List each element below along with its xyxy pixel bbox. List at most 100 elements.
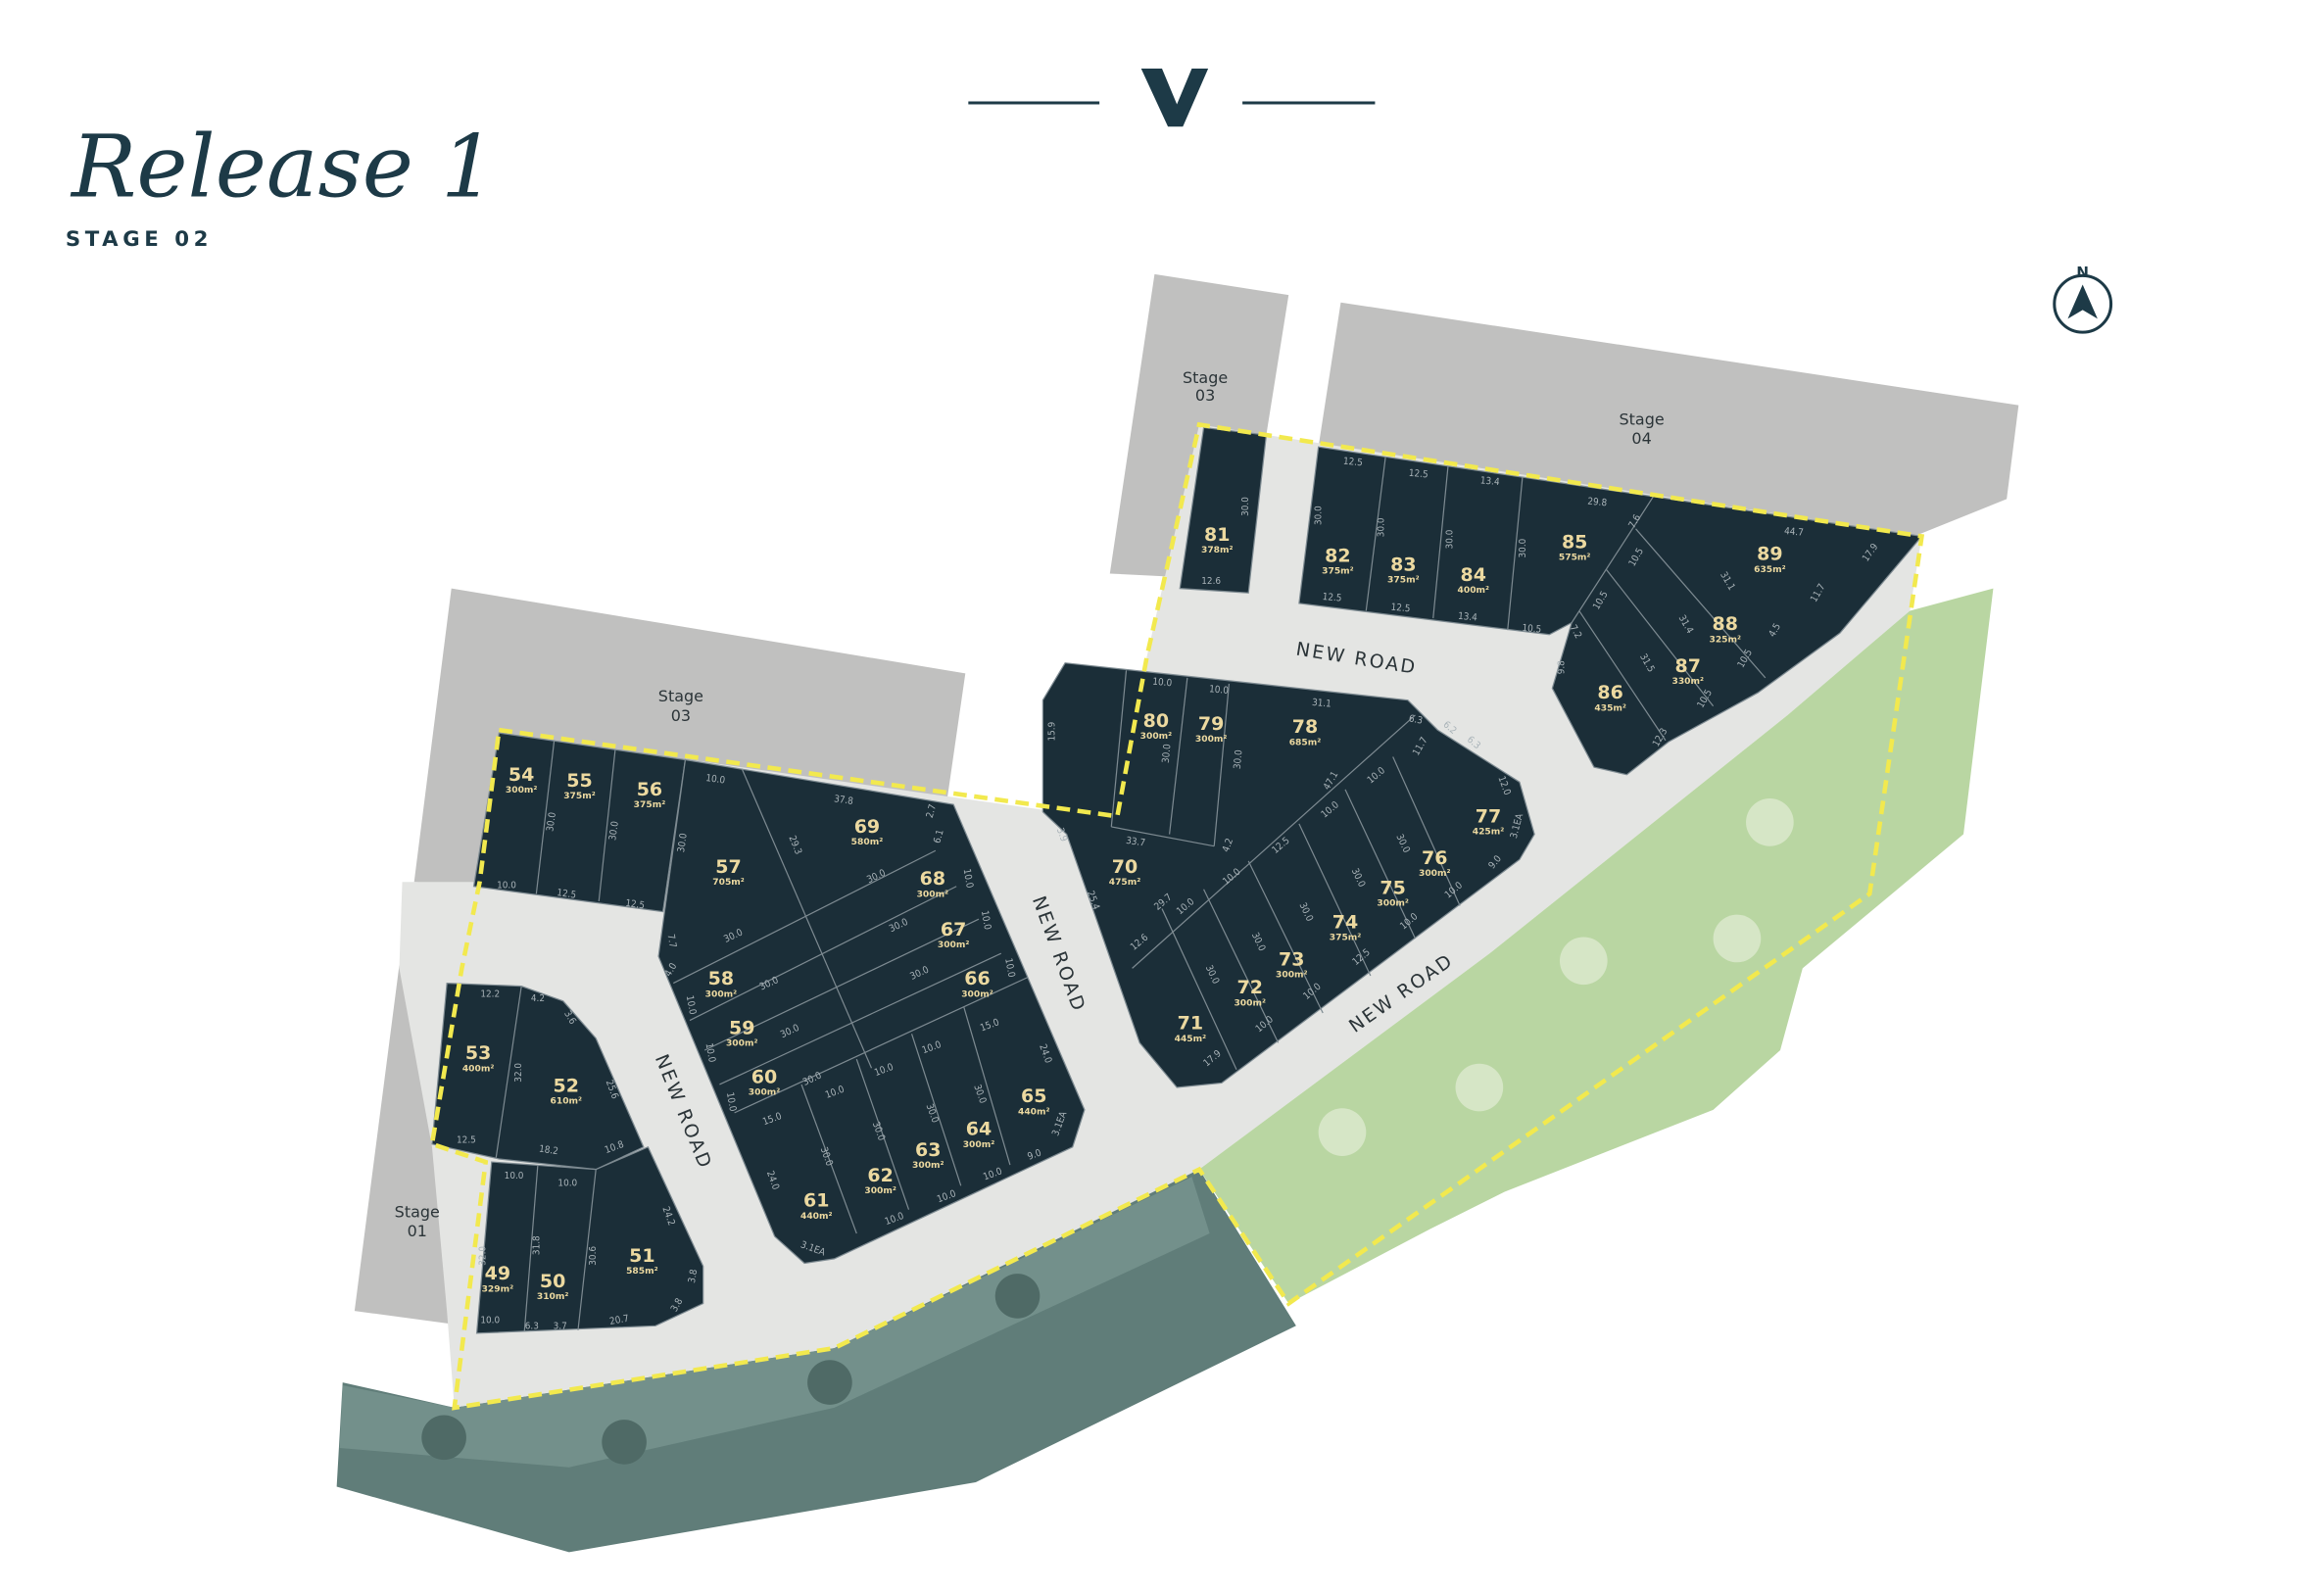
lot-dimension: 9.0 <box>1026 1147 1042 1162</box>
lot-number[interactable]: 60 <box>751 1066 777 1087</box>
stage-label-num: 01 <box>408 1222 427 1240</box>
lot-dimension: 30.0 <box>607 820 621 841</box>
lot-dimension: 10.0 <box>724 1091 738 1113</box>
lot-area: 375m² <box>1387 576 1420 586</box>
lot-dimension: 10.0 <box>497 880 516 891</box>
lot-number[interactable]: 81 <box>1204 524 1230 546</box>
lot-dimension: 3.8 <box>687 1268 700 1283</box>
lot-number[interactable]: 82 <box>1325 545 1350 566</box>
lot-number[interactable]: 62 <box>867 1165 893 1186</box>
lot-number[interactable]: 77 <box>1476 805 1501 827</box>
lot-dimension: 10.0 <box>1152 677 1173 690</box>
lot-dimension: 30.0 <box>545 811 558 832</box>
lot-number[interactable]: 87 <box>1675 655 1701 677</box>
lot-number[interactable]: 68 <box>920 868 945 890</box>
lot-dimension: 6.3 <box>525 1321 539 1331</box>
lot-area: 575m² <box>1559 554 1591 563</box>
lot-number[interactable]: 52 <box>554 1076 579 1097</box>
lot-area: 610m² <box>551 1097 583 1107</box>
lot-dimension: 12.5 <box>625 898 646 912</box>
tree-icons <box>1318 798 1794 1156</box>
brand-logo <box>968 68 1376 127</box>
lot-number[interactable]: 64 <box>966 1119 992 1140</box>
lot-number[interactable]: 75 <box>1380 877 1405 898</box>
lot-area: 300m² <box>1377 899 1409 909</box>
logo-v-icon <box>1140 68 1209 127</box>
lot-number[interactable]: 63 <box>915 1139 941 1161</box>
lot-area: 685m² <box>1289 738 1322 747</box>
lot-dimension: 32.0 <box>478 1246 489 1266</box>
lot-area: 580m² <box>851 838 884 847</box>
lot-dimension: 7.2 <box>1568 623 1584 641</box>
lot-dimension: 10.0 <box>505 1171 524 1181</box>
lot-blocks <box>431 426 1923 1334</box>
lot-dimension: 12.6 <box>1201 576 1221 587</box>
lot-dimension: 10.0 <box>480 1315 500 1326</box>
lot-number[interactable]: 61 <box>803 1190 829 1212</box>
lot-number[interactable]: 83 <box>1390 554 1416 575</box>
lot-dimension: 30.0 <box>1518 538 1528 557</box>
lot-number[interactable]: 72 <box>1236 977 1262 998</box>
lot-area: 330m² <box>1671 677 1704 687</box>
lot-area: 300m² <box>1234 998 1266 1008</box>
lot-number[interactable]: 73 <box>1279 948 1304 970</box>
lot-number[interactable]: 65 <box>1021 1085 1046 1107</box>
lot-number[interactable]: 54 <box>508 764 534 786</box>
lot-area: 300m² <box>506 786 538 796</box>
lot-dimension: 30.0 <box>1233 749 1245 770</box>
lot-dimension: 10.0 <box>1002 957 1016 979</box>
lot-dimension: 10.0 <box>1209 684 1230 697</box>
lot-dimension: 12.5 <box>1408 468 1428 481</box>
lot-number[interactable]: 69 <box>854 816 880 838</box>
lot-number[interactable]: 70 <box>1112 856 1138 878</box>
lot-area: 300m² <box>1419 869 1451 879</box>
stage-label-num: 04 <box>1631 429 1651 448</box>
lot-dimension: 32.0 <box>513 1063 524 1083</box>
lot-dimension: 9.8 <box>1557 660 1568 674</box>
lot-number[interactable]: 58 <box>708 968 734 989</box>
stage-label-name: Stage <box>1183 368 1228 387</box>
lot-dimension: 12.5 <box>1343 457 1364 469</box>
lot-number[interactable]: 78 <box>1292 716 1318 738</box>
lot-number[interactable]: 57 <box>715 856 741 878</box>
lot-dimension: 30.0 <box>1314 506 1325 525</box>
lot-number[interactable]: 76 <box>1422 847 1447 869</box>
lot-dimension: 13.4 <box>1479 475 1500 488</box>
lot-number[interactable]: 56 <box>637 779 662 800</box>
lot-area: 375m² <box>634 800 666 810</box>
lot-number[interactable]: 50 <box>540 1271 565 1292</box>
lot-number[interactable]: 86 <box>1597 682 1622 703</box>
lot-number[interactable]: 80 <box>1143 710 1169 732</box>
lot-area: 300m² <box>1276 971 1308 981</box>
north-arrow-icon: N <box>2053 264 2113 334</box>
lot-number[interactable]: 55 <box>566 770 592 792</box>
lot-area: 300m² <box>917 890 949 899</box>
lot-area: 325m² <box>1710 635 1742 645</box>
lot-number[interactable]: 71 <box>1178 1013 1203 1035</box>
lot-number[interactable]: 51 <box>629 1245 654 1267</box>
lot-dimension: 10.0 <box>705 773 726 787</box>
lot-number[interactable]: 88 <box>1713 613 1738 635</box>
lot-number[interactable]: 74 <box>1332 911 1358 933</box>
lot-number[interactable]: 53 <box>465 1042 491 1064</box>
lot-number[interactable]: 66 <box>964 968 990 989</box>
lot-number[interactable]: 84 <box>1461 564 1486 586</box>
lot-dimension: 30.0 <box>676 832 690 852</box>
lot-number[interactable]: 67 <box>941 919 966 940</box>
lot-number[interactable]: 59 <box>729 1017 754 1038</box>
lot-area: 329m² <box>482 1284 514 1294</box>
lot-dimension: 30.6 <box>588 1246 599 1266</box>
lot-area: 300m² <box>963 1140 995 1150</box>
lot-dimension: 30.0 <box>1445 529 1456 549</box>
lot-number[interactable]: 89 <box>1757 544 1782 565</box>
lot-area: 375m² <box>1322 566 1354 576</box>
lot-dimension: 31.1 <box>1312 698 1332 710</box>
lot-number[interactable]: 85 <box>1562 532 1587 554</box>
lot-dimension: 29.8 <box>1587 497 1608 509</box>
lot-dimension: 12.5 <box>1322 592 1342 604</box>
lot-number[interactable]: 79 <box>1198 713 1224 735</box>
lot-area: 435m² <box>1594 703 1626 713</box>
lot-area: 375m² <box>1330 933 1362 942</box>
lot-number[interactable]: 49 <box>485 1263 510 1284</box>
creek-bank <box>339 1177 1210 1468</box>
